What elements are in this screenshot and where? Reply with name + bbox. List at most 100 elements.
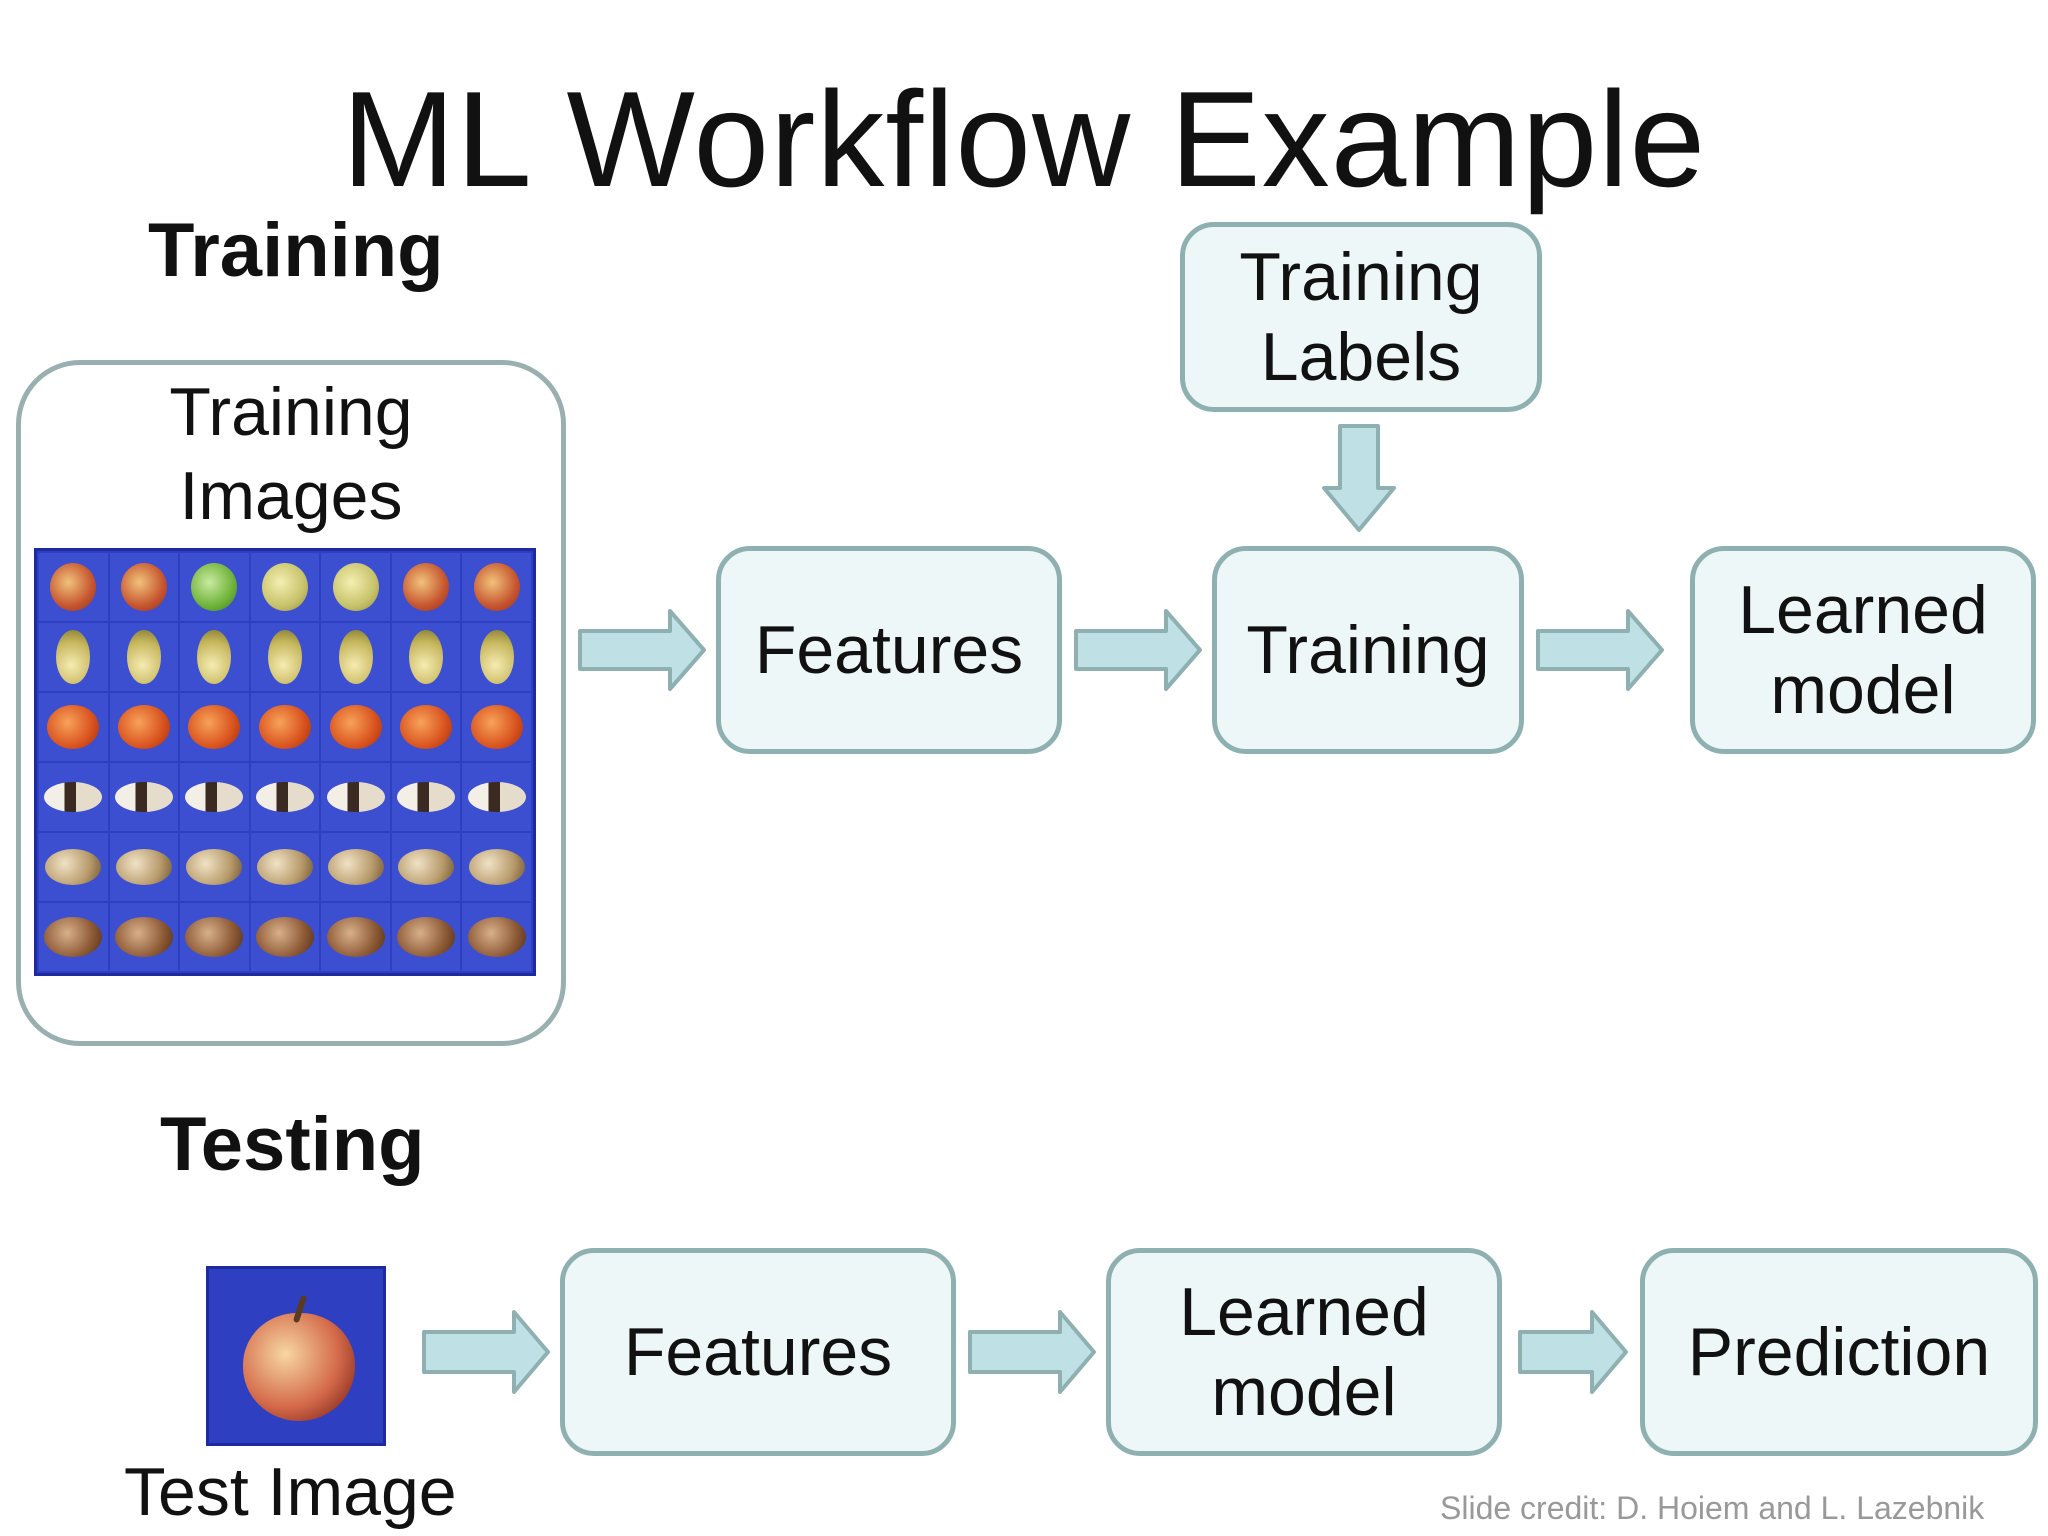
testing-prediction-box: Prediction — [1640, 1248, 2038, 1456]
testing-model-line2: model — [1211, 1354, 1397, 1430]
apple-thumbnail — [261, 563, 308, 611]
training-image-cell — [109, 553, 179, 621]
training-image-cell — [321, 623, 390, 691]
training-labels-line2: Labels — [1260, 319, 1462, 395]
training-image-cell — [250, 903, 320, 971]
training-image-cell — [462, 833, 531, 901]
horse-thumbnail — [185, 917, 244, 957]
arrow-images-to-features — [578, 609, 706, 691]
apple-thumbnail — [120, 563, 167, 611]
training-image-cell — [391, 623, 461, 691]
training-image-cell — [462, 553, 531, 621]
horse-thumbnail — [114, 917, 173, 957]
training-image-cell — [180, 623, 249, 691]
training-image-cell — [321, 693, 390, 761]
cow-thumbnail — [44, 782, 103, 812]
apple-thumbnail — [332, 563, 379, 611]
horse-thumbnail — [397, 917, 456, 957]
training-features-box: Features — [716, 546, 1062, 754]
training-image-cell — [109, 763, 179, 831]
training-features-label: Features — [754, 612, 1024, 688]
training-step-label: Training — [1246, 612, 1490, 688]
pear-thumbnail — [197, 630, 232, 684]
training-image-cell — [391, 833, 461, 901]
training-image-cell — [462, 903, 531, 971]
pear-thumbnail — [267, 630, 302, 684]
training-image-cell — [250, 623, 320, 691]
apple-thumbnail — [473, 563, 520, 611]
arrow-test-image-to-features — [422, 1310, 550, 1394]
cow-thumbnail — [397, 782, 456, 812]
training-images-grid — [34, 548, 536, 976]
training-image-cell — [180, 693, 249, 761]
training-image-cell — [39, 903, 108, 971]
arrow-features-to-model — [968, 1310, 1096, 1394]
training-image-cell — [391, 553, 461, 621]
arrow-model-to-prediction — [1518, 1310, 1628, 1394]
training-image-cell — [180, 763, 249, 831]
training-image-cell — [39, 693, 108, 761]
testing-features-label: Features — [623, 1314, 893, 1390]
training-image-cell — [391, 693, 461, 761]
training-labels-box: Training Labels — [1180, 222, 1542, 412]
arrow-features-to-training — [1074, 609, 1202, 691]
test-image — [206, 1266, 386, 1446]
testing-prediction-label: Prediction — [1687, 1314, 1991, 1390]
apple-thumbnail — [50, 563, 97, 611]
testing-model-line1: Learned — [1179, 1274, 1429, 1350]
horse-thumbnail — [326, 917, 385, 957]
training-image-cell — [180, 833, 249, 901]
pear-thumbnail — [479, 630, 514, 684]
testing-heading: Testing — [160, 1102, 425, 1187]
training-image-cell — [391, 903, 461, 971]
dog-thumbnail — [256, 849, 313, 885]
horse-thumbnail — [467, 917, 526, 957]
dog-thumbnail — [186, 849, 243, 885]
dog-thumbnail — [327, 849, 384, 885]
training-step-box: Training — [1212, 546, 1524, 754]
cow-thumbnail — [114, 782, 173, 812]
testing-features-box: Features — [560, 1248, 956, 1456]
test-apple-shape — [243, 1313, 355, 1421]
training-image-cell — [321, 833, 390, 901]
tomato-thumbnail — [258, 705, 311, 749]
pear-thumbnail — [56, 630, 91, 684]
training-images-label-line2: Images — [179, 458, 403, 534]
training-image-cell — [109, 903, 179, 971]
apple-thumbnail — [191, 563, 238, 611]
dog-thumbnail — [468, 849, 525, 885]
tomato-thumbnail — [117, 705, 170, 749]
training-image-cell — [391, 763, 461, 831]
training-image-cell — [39, 623, 108, 691]
pear-thumbnail — [126, 630, 161, 684]
dog-thumbnail — [115, 849, 172, 885]
training-image-cell — [109, 623, 179, 691]
training-image-cell — [250, 693, 320, 761]
pear-thumbnail — [409, 630, 444, 684]
training-image-cell — [462, 763, 531, 831]
training-image-cell — [180, 903, 249, 971]
tomato-thumbnail — [329, 705, 382, 749]
cow-thumbnail — [185, 782, 244, 812]
slide-credit: Slide credit: D. Hoiem and L. Lazebnik — [1440, 1490, 1985, 1526]
arrow-labels-to-training — [1322, 424, 1396, 532]
training-image-cell — [250, 763, 320, 831]
horse-thumbnail — [255, 917, 314, 957]
training-image-cell — [109, 693, 179, 761]
training-image-cell — [250, 553, 320, 621]
arrow-training-to-model — [1536, 609, 1664, 691]
training-model-line2: model — [1770, 652, 1956, 728]
cow-thumbnail — [255, 782, 314, 812]
dog-thumbnail — [398, 849, 455, 885]
training-learned-model-box: Learned model — [1690, 546, 2036, 754]
tomato-thumbnail — [188, 705, 241, 749]
training-heading: Training — [148, 208, 444, 293]
test-image-caption: Test Image — [124, 1454, 457, 1530]
horse-thumbnail — [44, 917, 103, 957]
training-image-cell — [462, 693, 531, 761]
training-image-cell — [109, 833, 179, 901]
tomato-thumbnail — [47, 705, 100, 749]
training-images-label: Training Images — [16, 370, 566, 538]
training-image-cell — [321, 763, 390, 831]
